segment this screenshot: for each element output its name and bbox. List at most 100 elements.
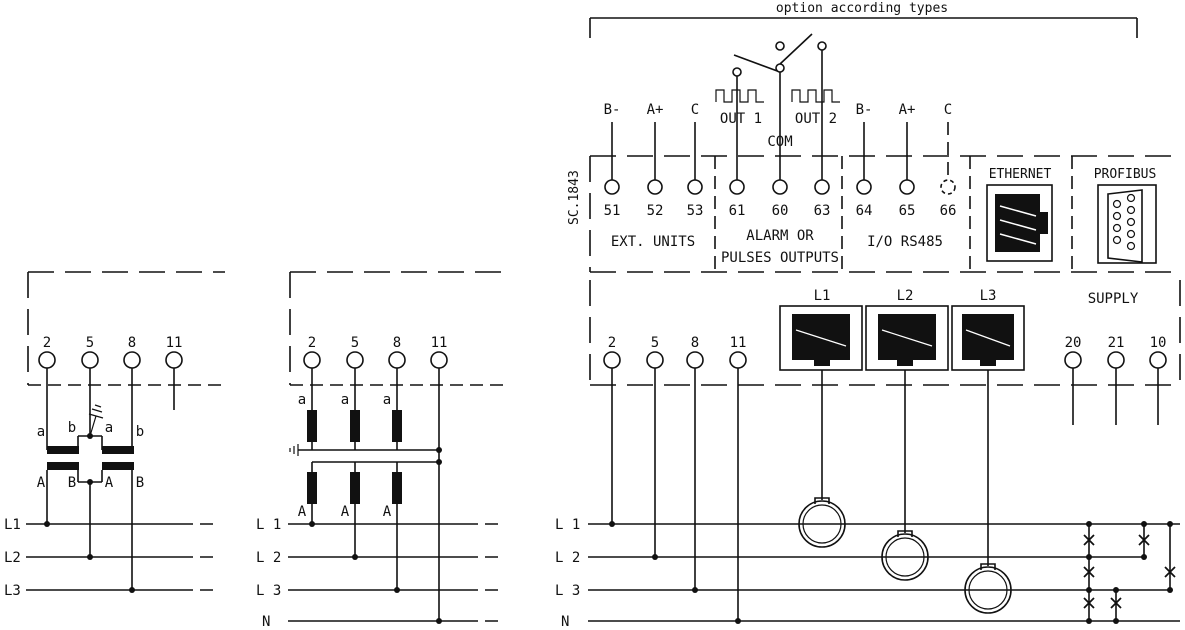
d1-pri-label-A2: A bbox=[105, 475, 114, 491]
d2-line-L1: L 1 bbox=[256, 517, 281, 533]
d2-vt3-secondary bbox=[392, 410, 402, 442]
main-terminal-8: 8 bbox=[691, 335, 699, 351]
d1-terminal-2: 2 bbox=[43, 335, 51, 351]
terminal-63-circle bbox=[814, 179, 830, 195]
d1-terminal-8: 8 bbox=[128, 335, 136, 351]
main-line-L1: L 1 bbox=[555, 517, 580, 533]
supply-terminal-21-circle bbox=[1107, 351, 1125, 369]
terminal-60: 60 bbox=[772, 203, 789, 219]
d2-terminal-5-circle bbox=[346, 351, 364, 369]
diagram-main-meter: option according types SC.1843 B- A+ C 5… bbox=[555, 1, 1181, 630]
ext-signal-B: B- bbox=[604, 102, 621, 118]
d2-terminal-8-circle bbox=[388, 351, 406, 369]
option-label: option according types bbox=[776, 1, 948, 16]
ct-input-L2-label: L2 bbox=[897, 288, 914, 304]
main-terminal-5: 5 bbox=[651, 335, 659, 351]
d1-pri-label-B1: B bbox=[68, 475, 76, 491]
d2-pri-label-A3: A bbox=[383, 504, 392, 520]
supply-terminal-20: 20 bbox=[1065, 335, 1082, 351]
terminal-63: 63 bbox=[814, 203, 831, 219]
d2-vt1-primary bbox=[307, 472, 317, 504]
profibus-label: PROFIBUS bbox=[1094, 167, 1157, 182]
ethernet-label: ETHERNET bbox=[989, 167, 1052, 182]
terminal-64-circle bbox=[856, 179, 872, 195]
d1-line-L3: L3 bbox=[4, 583, 21, 599]
terminal-53: 53 bbox=[687, 203, 704, 219]
supply-terminal-10: 10 bbox=[1150, 335, 1167, 351]
d2-line-L2: L 2 bbox=[256, 550, 281, 566]
d2-line-L3: L 3 bbox=[256, 583, 281, 599]
ct-input-L2-port bbox=[878, 314, 936, 360]
side-code: SC.1843 bbox=[567, 170, 582, 225]
ethernet-port-frame bbox=[986, 184, 1053, 262]
main-line-L2: L 2 bbox=[555, 550, 580, 566]
d1-terminal-11: 11 bbox=[166, 335, 183, 351]
terminal-53-circle bbox=[687, 179, 703, 195]
d2-vt2-secondary bbox=[350, 410, 360, 442]
d1-terminal-5: 5 bbox=[86, 335, 94, 351]
main-terminal-5-circle bbox=[646, 351, 664, 369]
terminal-60-circle bbox=[772, 179, 788, 195]
terminal-61-circle bbox=[729, 179, 745, 195]
d2-terminal-2: 2 bbox=[308, 335, 316, 351]
io-signal-C: C bbox=[944, 102, 952, 118]
ext-units-label: EXT. UNITS bbox=[611, 234, 695, 250]
main-terminal-2: 2 bbox=[608, 335, 616, 351]
d2-pri-label-A2: A bbox=[341, 504, 350, 520]
d1-vt-right-primary-bar bbox=[102, 462, 134, 470]
supply-label: SUPPLY bbox=[1088, 291, 1139, 307]
d1-sec-label-a1: a bbox=[37, 424, 45, 440]
supply-terminal-21: 21 bbox=[1108, 335, 1125, 351]
out1-label: OUT 1 bbox=[720, 111, 762, 127]
main-terminal-8-circle bbox=[686, 351, 704, 369]
option-cross-marks bbox=[1083, 534, 1176, 609]
d2-terminal-8: 8 bbox=[393, 335, 401, 351]
d2-sec-label-a1: a bbox=[298, 392, 306, 408]
d1-vt-right-secondary-bar bbox=[102, 446, 134, 454]
d2-sec-label-a2: a bbox=[341, 392, 349, 408]
main-line-N: N bbox=[561, 614, 569, 630]
ct-input-L1-port bbox=[792, 314, 850, 360]
terminal-52-circle bbox=[647, 179, 663, 195]
diagram-three-wire-vt: 2 5 8 11 a b a b bbox=[4, 271, 225, 599]
d2-line-N: N bbox=[262, 614, 270, 630]
terminal-51-circle bbox=[604, 179, 620, 195]
profibus-connector-icon bbox=[1107, 189, 1143, 263]
out2-label: OUT 2 bbox=[795, 111, 837, 127]
terminal-65-circle bbox=[899, 179, 915, 195]
main-line-L3: L 3 bbox=[555, 583, 580, 599]
d1-pri-label-A1: A bbox=[37, 475, 46, 491]
ext-signal-C: C bbox=[691, 102, 699, 118]
main-terminal-2-circle bbox=[603, 351, 621, 369]
supply-terminal-20-circle bbox=[1064, 351, 1082, 369]
io-signal-A: A+ bbox=[899, 102, 916, 118]
diagram-four-wire-vt: 2 5 8 11 a a a A A A bbox=[256, 271, 505, 630]
terminal-66: 66 bbox=[940, 203, 957, 219]
d1-sec-label-b1: b bbox=[68, 420, 76, 436]
d2-vt2-primary bbox=[350, 472, 360, 504]
supply-terminal-10-circle bbox=[1149, 351, 1167, 369]
terminal-51: 51 bbox=[604, 203, 621, 219]
d1-terminal-11-circle bbox=[165, 351, 183, 369]
terminal-66-circle bbox=[940, 179, 956, 195]
profibus-port-frame bbox=[1097, 184, 1157, 264]
main-terminal-11: 11 bbox=[730, 335, 747, 351]
d1-line-L1: L1 bbox=[4, 517, 21, 533]
d1-vt-left-secondary-bar bbox=[47, 446, 79, 454]
d1-sec-label-a2: a bbox=[105, 420, 113, 436]
d1-line-L2: L2 bbox=[4, 550, 21, 566]
d2-vt1-secondary bbox=[307, 410, 317, 442]
d2-terminal-11: 11 bbox=[431, 335, 448, 351]
d2-terminal-2-circle bbox=[303, 351, 321, 369]
ct-input-L1-label: L1 bbox=[814, 288, 831, 304]
io-rs485-label: I/O RS485 bbox=[867, 234, 943, 250]
terminal-65: 65 bbox=[899, 203, 916, 219]
d1-terminal-2-circle bbox=[38, 351, 56, 369]
d2-terminal-11-circle bbox=[430, 351, 448, 369]
ext-signal-A: A+ bbox=[647, 102, 664, 118]
d2-pri-label-A1: A bbox=[298, 504, 307, 520]
alarm-label-1: ALARM OR bbox=[746, 228, 814, 244]
terminal-52: 52 bbox=[647, 203, 664, 219]
d1-sec-label-b2: b bbox=[136, 424, 144, 440]
